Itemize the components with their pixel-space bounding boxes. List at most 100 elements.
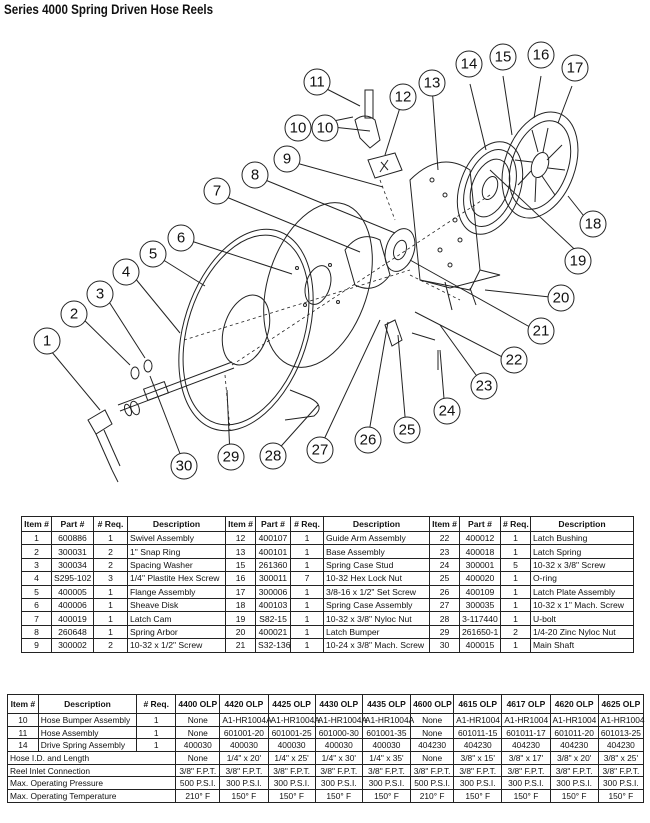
table-cell: 3/8" F.P.T.: [549, 763, 599, 778]
table-cell: O-ring: [530, 571, 634, 586]
table-cell: 8: [21, 624, 52, 640]
table-cell: 3/8" F.P.T.: [361, 763, 412, 778]
callout-27: [306, 436, 334, 464]
table-cell: 3: [21, 557, 52, 573]
table-cell: 21: [225, 638, 256, 653]
table-cell: 1: [290, 624, 324, 640]
table-cell: 300 P.S.I.: [314, 776, 363, 791]
table-cell: 300 P.S.I.: [219, 776, 269, 791]
table-cell: 1: [500, 597, 531, 613]
parts-header-cell: Part #: [459, 516, 501, 532]
callout-17: [561, 54, 589, 82]
callout-28-label: 28: [265, 448, 282, 465]
model-header-cell: 4435 OLP: [361, 694, 412, 714]
table-cell: 24: [429, 557, 460, 573]
callout-26-label: 26: [360, 432, 377, 449]
table-cell: 1: [290, 544, 324, 559]
table-cell: 300002: [51, 638, 94, 653]
table-cell: Latch Bushing: [530, 530, 634, 546]
table-cell: None: [410, 725, 455, 740]
table-cell: 400107: [255, 530, 291, 546]
table-cell: 1: [290, 611, 324, 626]
table-cell: Guide Arm Assembly: [323, 530, 430, 546]
callout-5: [139, 240, 167, 268]
table-cell: 2: [93, 638, 128, 653]
callout-21-label: 21: [533, 323, 550, 340]
table-cell: 1: [500, 611, 531, 626]
table-cell: 400109: [459, 584, 501, 599]
callout-30: [170, 452, 198, 480]
callout-11-label: 11: [309, 74, 325, 91]
table-cell: 11: [7, 725, 39, 740]
table-cell: 10-32 x 1/2" Screw: [127, 638, 226, 653]
table-cell: A1-HR1004: [549, 713, 599, 727]
spec-label-cell: Hose I.D. and Length: [6, 751, 177, 765]
table-cell: 300034: [51, 557, 94, 573]
table-cell: 1" Snap Ring: [127, 544, 226, 559]
parts-header-cell: Description: [323, 516, 430, 532]
model-header-cell: # Req.: [136, 694, 177, 714]
table-cell: 3/8" F.P.T.: [410, 763, 455, 778]
table-cell: Swivel Assembly: [127, 530, 226, 546]
callout-1-label: 1: [43, 333, 51, 350]
callout-3: [86, 280, 114, 308]
callout-25: [393, 416, 421, 444]
table-cell: 10: [7, 713, 39, 727]
callout-9: [273, 145, 301, 173]
table-cell: 400030: [361, 738, 412, 753]
table-cell: 601011-15: [453, 725, 503, 740]
table-cell: 1: [290, 530, 324, 546]
parts-header-cell: # Req.: [93, 516, 128, 532]
table-cell: 1: [290, 557, 324, 573]
table-cell: 3/8" x 17': [501, 751, 551, 765]
table-cell: 3/8" F.P.T.: [501, 763, 551, 778]
table-cell: 500 P.S.I.: [175, 776, 221, 791]
table-cell: Latch Spring: [530, 544, 634, 559]
table-cell: 400103: [255, 597, 291, 613]
table-cell: 4: [21, 571, 52, 586]
table-cell: 400012: [459, 530, 501, 546]
table-cell: 300011: [255, 571, 291, 586]
callout-15-label: 15: [495, 49, 512, 66]
callout-26: [354, 426, 382, 454]
table-cell: 404230: [597, 738, 645, 753]
table-cell: Spring Case Stud: [323, 557, 430, 573]
table-cell: 300 P.S.I.: [453, 776, 503, 791]
model-header-cell: 4420 OLP: [219, 694, 269, 714]
callout-6-label: 6: [177, 230, 185, 247]
table-cell: 400030: [219, 738, 269, 753]
table-cell: A1-HR1004A: [219, 713, 272, 727]
callout-19-label: 19: [570, 253, 587, 270]
table-cell: Drive Spring Assembly: [37, 738, 138, 753]
table-cell: 1: [93, 530, 128, 546]
table-cell: 300031: [51, 544, 94, 559]
callout-3-label: 3: [96, 286, 104, 303]
table-cell: A1-HR1004: [501, 713, 551, 727]
parts-header-cell: Item #: [225, 516, 256, 532]
model-header-cell: Item #: [7, 694, 39, 714]
table-cell: A1-HR1004A: [314, 713, 367, 727]
table-cell: U-bolt: [530, 611, 634, 626]
table-cell: 150° F: [219, 789, 269, 803]
model-header-cell: 4625 OLP: [597, 694, 645, 714]
callout-23-label: 23: [476, 378, 493, 395]
table-cell: 601001-35: [361, 725, 412, 740]
table-cell: 10-32 x 1" Mach. Screw: [530, 597, 634, 613]
table-cell: 1: [290, 597, 324, 613]
callout-22-label: 22: [506, 352, 523, 369]
callout-2: [60, 300, 88, 328]
callout-7: [203, 177, 231, 205]
table-cell: A1-HR1004A: [267, 713, 320, 727]
table-cell: 1/4" Plastite Hex Screw: [127, 571, 226, 586]
table-cell: 1: [93, 624, 128, 640]
parts-header-cell: Description: [530, 516, 634, 532]
table-cell: 20: [225, 624, 256, 640]
